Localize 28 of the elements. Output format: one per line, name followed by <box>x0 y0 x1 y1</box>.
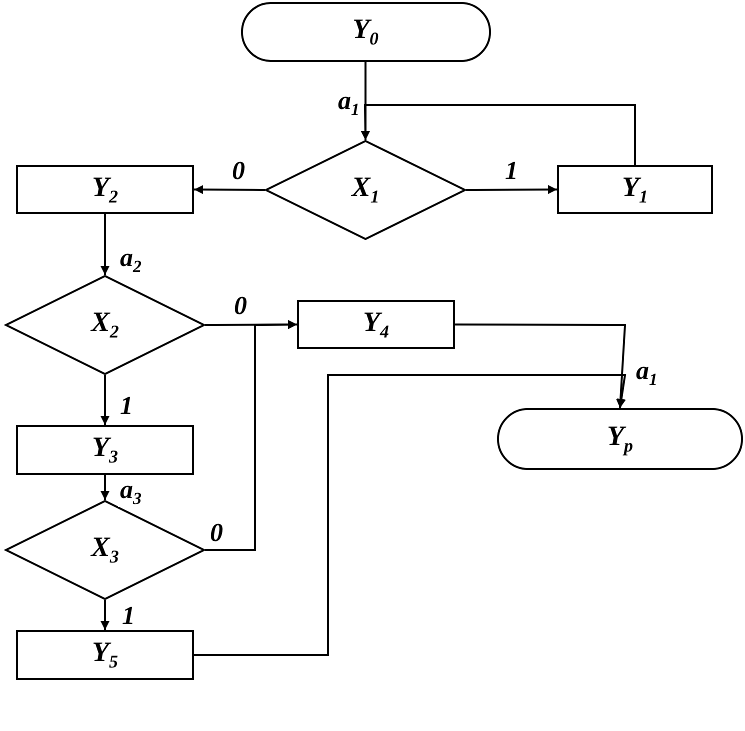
decision-diamond <box>5 275 205 375</box>
node-label: Y$_{4}$ <box>362 308 390 340</box>
decision-diamond <box>265 140 466 240</box>
process-box <box>557 165 713 214</box>
process-box <box>16 165 194 214</box>
arrow <box>100 214 110 275</box>
arrow <box>205 320 298 551</box>
node-label: Y$_{0}$ <box>352 16 379 48</box>
node-label: X$_{2}$ <box>91 309 119 341</box>
terminal-shape <box>240 2 490 62</box>
node-label: Y$_{1}$ <box>622 174 648 206</box>
process-box <box>16 630 194 680</box>
arrow <box>194 185 265 194</box>
arrow <box>100 600 110 630</box>
node-label: X$_{1}$ <box>352 174 380 206</box>
process-box <box>297 300 455 349</box>
node-label: Y$_{5}$ <box>92 639 118 671</box>
process-box <box>16 425 194 475</box>
node-label: Y$_{2}$ <box>92 174 118 206</box>
arrow <box>455 324 626 408</box>
node-label: X$_{3}$ <box>91 534 119 566</box>
arrow <box>466 185 557 194</box>
node-label: Y$_{p}$ <box>606 423 634 455</box>
node-label: Y$_{3}$ <box>92 434 118 466</box>
arrow <box>100 375 110 425</box>
arrow <box>100 475 110 500</box>
arrow <box>360 104 636 165</box>
arrow <box>194 374 626 656</box>
